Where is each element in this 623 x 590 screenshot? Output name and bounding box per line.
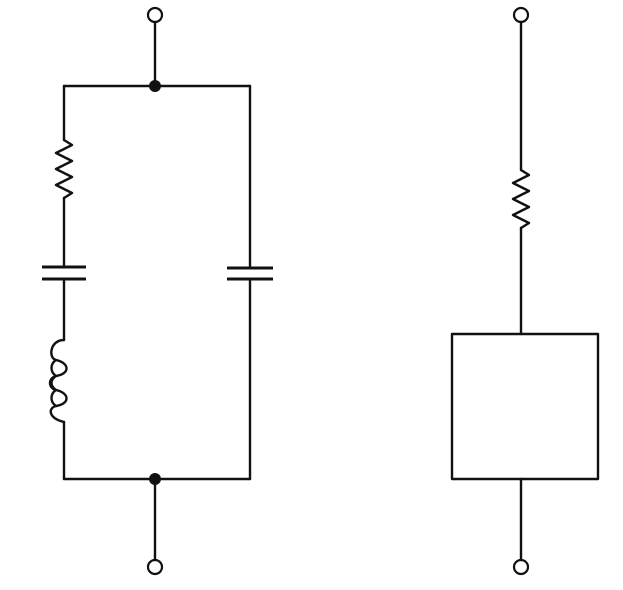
inductor-left-core (50, 358, 58, 408)
block-symbol (450, 6, 600, 576)
equivalent-circuit (42, 6, 273, 576)
top-terminal (146, 6, 164, 24)
top-junction-dot (149, 80, 161, 92)
bottom-terminal (146, 558, 164, 576)
top-terminal-right (512, 6, 530, 24)
bottom-terminal-right (512, 558, 530, 576)
motional-arm (42, 84, 86, 481)
component-block (450, 332, 600, 481)
resistor-left (54, 138, 74, 200)
inductor-left (48, 338, 68, 424)
resistor-right (511, 168, 531, 230)
shunt-arm (227, 84, 273, 481)
